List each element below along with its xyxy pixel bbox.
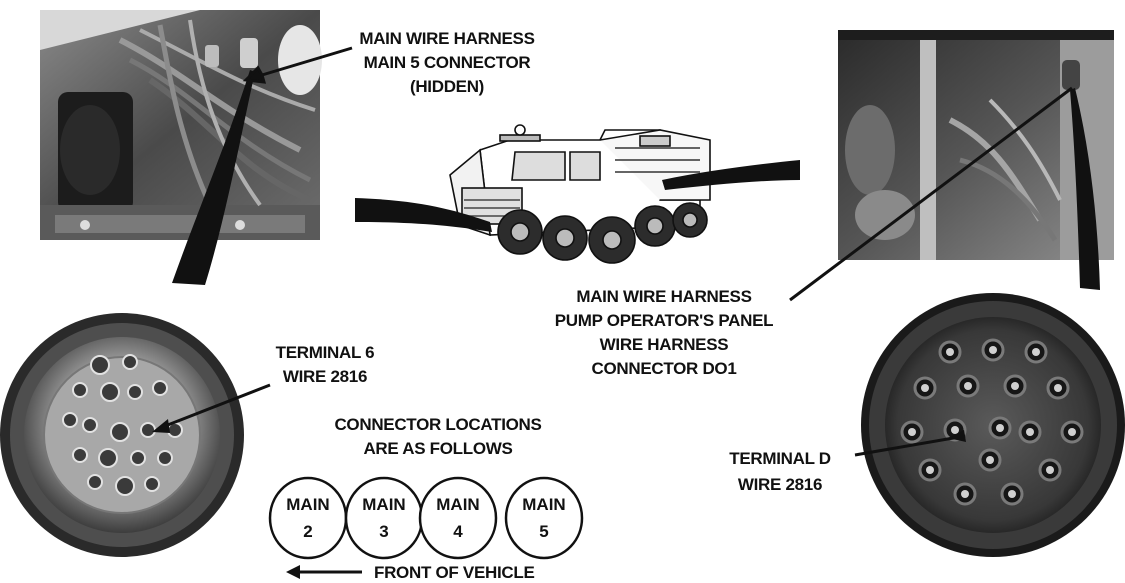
connector-pin-socket xyxy=(951,426,959,434)
label-pump-line3: WIRE HARNESS xyxy=(600,335,729,354)
location-circle-outline xyxy=(506,478,582,558)
connector-pin-socket xyxy=(996,424,1004,432)
location-circle-main-5: MAIN 5 xyxy=(506,478,582,558)
connector-pin-socket xyxy=(1032,348,1040,356)
location-circle-main-3: MAIN 3 xyxy=(346,478,422,558)
connector-pin xyxy=(128,385,142,399)
location-circle-main-2: MAIN 2 xyxy=(270,478,346,558)
connector-pin xyxy=(145,477,159,491)
connector-pin xyxy=(111,423,129,441)
photo-pump-panel-connector-area xyxy=(838,30,1114,260)
label-locations-line2: ARE AS FOLLOWS xyxy=(363,439,512,458)
location-circle-label: MAIN xyxy=(522,495,565,514)
location-circle-number: 3 xyxy=(379,522,388,541)
connector-pin xyxy=(83,418,97,432)
connector-pin xyxy=(116,477,134,495)
connector-pin-socket xyxy=(926,466,934,474)
label-locations-line1: CONNECTOR LOCATIONS xyxy=(334,415,541,434)
label-connector-locations: CONNECTOR LOCATIONS ARE AS FOLLOWS xyxy=(334,415,541,458)
connector-pin xyxy=(91,356,109,374)
front-arrow-head xyxy=(286,565,300,579)
label-terminal-d: TERMINAL D WIRE 2816 xyxy=(729,449,831,494)
connector-pin-socket xyxy=(964,382,972,390)
connector-pin xyxy=(123,355,137,369)
connector-pin-socket xyxy=(1008,490,1016,498)
connector-location-circles: MAIN 2 MAIN 3 MAIN 4 MAIN 5 xyxy=(270,478,582,558)
label-pump-line1: MAIN WIRE HARNESS xyxy=(576,287,751,306)
label-main5-line2: MAIN 5 CONNECTOR xyxy=(364,53,531,72)
label-main5-hidden: MAIN WIRE HARNESS MAIN 5 CONNECTOR (HIDD… xyxy=(359,29,534,96)
label-terminal-6-line1: TERMINAL 6 xyxy=(276,343,375,362)
label-main5-line1: MAIN WIRE HARNESS xyxy=(359,29,534,48)
label-terminal-6-line2: WIRE 2816 xyxy=(283,367,367,386)
label-terminal-6: TERMINAL 6 WIRE 2816 xyxy=(276,343,375,386)
label-pump-line2: PUMP OPERATOR'S PANEL xyxy=(555,311,773,330)
location-circle-outline xyxy=(420,478,496,558)
front-of-vehicle-indicator: FRONT OF VEHICLE xyxy=(286,563,534,582)
location-circle-label: MAIN xyxy=(362,495,405,514)
location-circle-outline xyxy=(346,478,422,558)
connector-pin-socket xyxy=(986,456,994,464)
label-terminal-d-line1: TERMINAL D xyxy=(729,449,831,468)
connector-pin xyxy=(158,451,172,465)
connector-pin-socket xyxy=(1054,384,1062,392)
location-circle-number: 2 xyxy=(303,522,312,541)
location-circle-label: MAIN xyxy=(436,495,479,514)
location-circle-label: MAIN xyxy=(286,495,329,514)
connector-pin xyxy=(73,448,87,462)
connector-pin xyxy=(101,383,119,401)
connector-pin-socket xyxy=(961,490,969,498)
connector-pin xyxy=(73,383,87,397)
connector-do1-face xyxy=(861,293,1125,557)
connector-pin-socket xyxy=(1011,382,1019,390)
location-circle-main-4: MAIN 4 xyxy=(420,478,496,558)
fire-truck-illustration xyxy=(450,125,710,263)
location-circle-outline xyxy=(270,478,346,558)
connector-pin-socket xyxy=(921,384,929,392)
connector-pin xyxy=(88,475,102,489)
photo-main5-connector-area xyxy=(40,10,322,240)
connector-pin xyxy=(63,413,77,427)
connector-pin-socket xyxy=(946,348,954,356)
connector-pin xyxy=(153,381,167,395)
location-circle-number: 4 xyxy=(453,522,463,541)
label-pump-line4: CONNECTOR DO1 xyxy=(591,359,736,378)
connector-pin xyxy=(99,449,117,467)
location-circle-number: 5 xyxy=(539,522,548,541)
connector-pin-socket xyxy=(989,346,997,354)
connector-main5-face xyxy=(0,313,244,557)
connector-pin-socket xyxy=(908,428,916,436)
connector-pin-socket xyxy=(1046,466,1054,474)
label-main5-line3: (HIDDEN) xyxy=(410,77,484,96)
label-terminal-d-line2: WIRE 2816 xyxy=(738,475,822,494)
connector-pin-socket xyxy=(1026,428,1034,436)
label-front-of-vehicle: FRONT OF VEHICLE xyxy=(374,563,534,582)
connector-pin xyxy=(141,423,155,437)
connector-pin xyxy=(131,451,145,465)
connector-pin-socket xyxy=(1068,428,1076,436)
label-pump-operator-panel: MAIN WIRE HARNESS PUMP OPERATOR'S PANEL … xyxy=(555,287,773,378)
